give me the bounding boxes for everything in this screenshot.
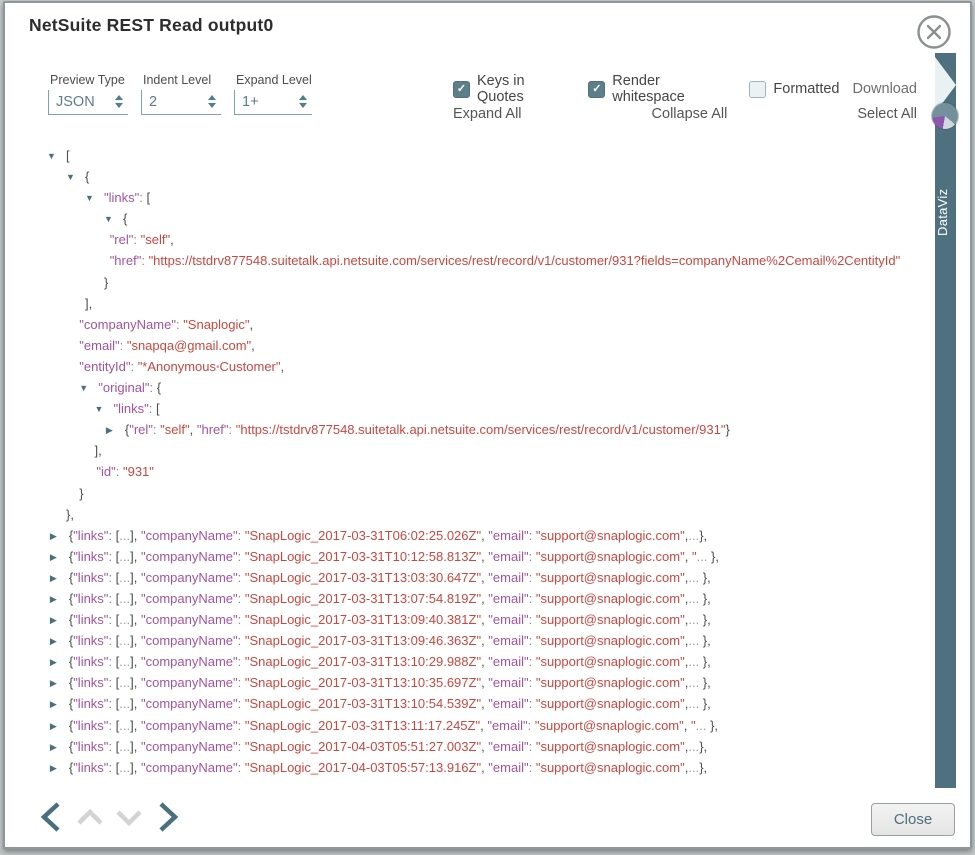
keys-in-quotes-checkbox[interactable] xyxy=(453,80,470,98)
json-line: ▼{ xyxy=(5,166,926,187)
expand-arrow-icon[interactable]: ▶ xyxy=(49,572,57,583)
collapse-all-link[interactable]: Collapse All xyxy=(651,106,728,122)
json-line: ▼{ xyxy=(5,208,926,229)
render-whitespace-option[interactable]: Render whitespace xyxy=(588,73,736,105)
preview-dialog: NetSuite REST Read output0 Preview Type … xyxy=(3,1,972,849)
keys-in-quotes-option[interactable]: Keys in Quotes xyxy=(453,73,575,105)
spinner-up-icon[interactable] xyxy=(208,95,216,101)
json-line: } xyxy=(104,274,109,290)
spinner-down-icon[interactable] xyxy=(208,102,216,108)
expand-arrow-icon[interactable]: ▶ xyxy=(49,720,57,731)
json-line: ▼"links": [ xyxy=(5,398,926,419)
chevron-right-icon[interactable] xyxy=(157,800,181,834)
json-row: ▶{"links": [...], "companyName": "SnapLo… xyxy=(5,715,926,736)
json-line: "id": "931" xyxy=(96,464,154,480)
expand-arrow-icon[interactable]: ▶ xyxy=(49,615,57,626)
collapse-arrow-icon[interactable]: ▼ xyxy=(79,383,89,394)
expand-arrow-icon[interactable]: ▶ xyxy=(49,762,57,773)
expand-arrow-icon[interactable]: ▶ xyxy=(49,741,57,752)
close-icon[interactable] xyxy=(915,13,953,51)
json-line: }, xyxy=(66,506,74,522)
spinner-down-icon[interactable] xyxy=(299,102,307,108)
json-row: ▶{"links": [...], "companyName": "SnapLo… xyxy=(5,693,926,714)
json-tree: ▼[▼{▼"links": [▼{"rel": "self","href": "… xyxy=(5,145,926,778)
json-line: ▼[ xyxy=(5,145,926,166)
spinner-up-icon[interactable] xyxy=(115,95,123,101)
preview-type-select[interactable]: JSON xyxy=(48,90,128,115)
dialog-title: NetSuite REST Read output0 xyxy=(29,15,274,35)
json-row: ▶{"links": [...], "companyName": "SnapLo… xyxy=(5,736,926,757)
json-row: ▶{"links": [...], "companyName": "SnapLo… xyxy=(5,609,926,630)
expand-arrow-icon[interactable]: ▶ xyxy=(105,425,113,436)
expand-arrow-icon[interactable]: ▶ xyxy=(49,678,57,689)
json-row: ▶{"links": [...], "companyName": "SnapLo… xyxy=(5,567,926,588)
spinner-down-icon[interactable] xyxy=(115,102,123,108)
json-line: "rel": "self", xyxy=(109,232,174,248)
pie-chart-icon xyxy=(932,103,958,129)
json-row: ▶{"links": [...], "companyName": "SnapLo… xyxy=(5,672,926,693)
dataviz-tab[interactable]: DataViz xyxy=(932,53,958,788)
indent-level-select[interactable]: 2 xyxy=(141,90,221,115)
expand-arrow-icon[interactable]: ▶ xyxy=(49,699,57,710)
formatted-option[interactable]: Formatted xyxy=(749,80,840,98)
formatted-label: Formatted xyxy=(773,81,840,97)
render-whitespace-checkbox[interactable] xyxy=(588,80,606,98)
keys-in-quotes-label: Keys in Quotes xyxy=(477,73,525,105)
json-line: ], xyxy=(85,295,93,311)
expand-all-link[interactable]: Expand All xyxy=(453,106,522,122)
json-line: "href": "https://tstdrv877548.suitetalk.… xyxy=(109,253,901,269)
json-line: ▼"links": [ xyxy=(5,187,926,208)
json-row: ▶{"links": [...], "companyName": "SnapLo… xyxy=(5,757,926,778)
chevron-down-icon xyxy=(116,810,142,827)
download-link[interactable]: Download xyxy=(852,81,918,97)
json-row: ▶{"links": [...], "companyName": "SnapLo… xyxy=(5,588,926,609)
collapse-arrow-icon[interactable]: ▼ xyxy=(104,214,113,225)
collapse-arrow-icon[interactable]: ▼ xyxy=(85,193,94,204)
options-row: Keys in Quotes Render whitespace Formatt… xyxy=(453,73,917,105)
json-line: ], xyxy=(94,443,102,459)
expand-arrow-icon[interactable]: ▶ xyxy=(49,551,57,562)
dataviz-tab-label: DataViz xyxy=(935,188,950,236)
indent-level-label: Indent Level xyxy=(143,73,212,87)
json-row: ▶{"links": [...], "companyName": "SnapLo… xyxy=(5,546,926,567)
json-line: "entityId": "*Anonymous•Customer", xyxy=(79,358,285,374)
footer-navigation xyxy=(38,800,181,839)
select-all-link[interactable]: Select All xyxy=(857,106,917,122)
preview-type-value: JSON xyxy=(56,93,95,110)
spinner-up-icon[interactable] xyxy=(299,95,307,101)
json-line: "companyName": "Snaplogic", xyxy=(79,316,254,332)
preview-type-label: Preview Type xyxy=(50,73,125,87)
expand-arrow-icon[interactable]: ▶ xyxy=(49,593,57,604)
collapse-arrow-icon[interactable]: ▼ xyxy=(47,151,56,161)
close-button[interactable]: Close xyxy=(871,803,955,836)
json-line: ▶{"rel": "self", "href": "https://tstdrv… xyxy=(5,419,926,440)
expand-arrow-icon[interactable]: ▶ xyxy=(49,636,57,647)
formatted-checkbox[interactable] xyxy=(749,80,767,98)
expand-arrow-icon[interactable]: ▶ xyxy=(49,657,57,668)
render-whitespace-label: Render whitespace xyxy=(612,73,685,105)
expand-arrow-icon[interactable]: ▶ xyxy=(49,530,57,541)
preview-controls: Preview Type JSON Indent Level 2 Expand … xyxy=(48,73,312,115)
collapse-arrow-icon[interactable]: ▼ xyxy=(66,172,75,183)
json-line: } xyxy=(79,485,84,501)
expand-level-label: Expand Level xyxy=(236,73,312,87)
tree-actions-row: Expand All Collapse All Select All xyxy=(453,106,917,122)
json-row: ▶{"links": [...], "companyName": "SnapLo… xyxy=(5,630,926,651)
expand-level-value: 1+ xyxy=(242,93,259,110)
json-line: ▼"original": { xyxy=(5,377,926,398)
json-line: "email": "snapqa@gmail.com", xyxy=(79,337,255,353)
chevron-left-icon[interactable] xyxy=(38,800,62,834)
json-row: ▶{"links": [...], "companyName": "SnapLo… xyxy=(5,651,926,672)
json-row: ▶{"links": [...], "companyName": "SnapLo… xyxy=(5,525,926,546)
chevron-up-icon xyxy=(77,808,104,825)
indent-level-value: 2 xyxy=(149,93,158,110)
expand-level-select[interactable]: 1+ xyxy=(234,90,312,115)
collapse-arrow-icon[interactable]: ▼ xyxy=(94,404,104,415)
